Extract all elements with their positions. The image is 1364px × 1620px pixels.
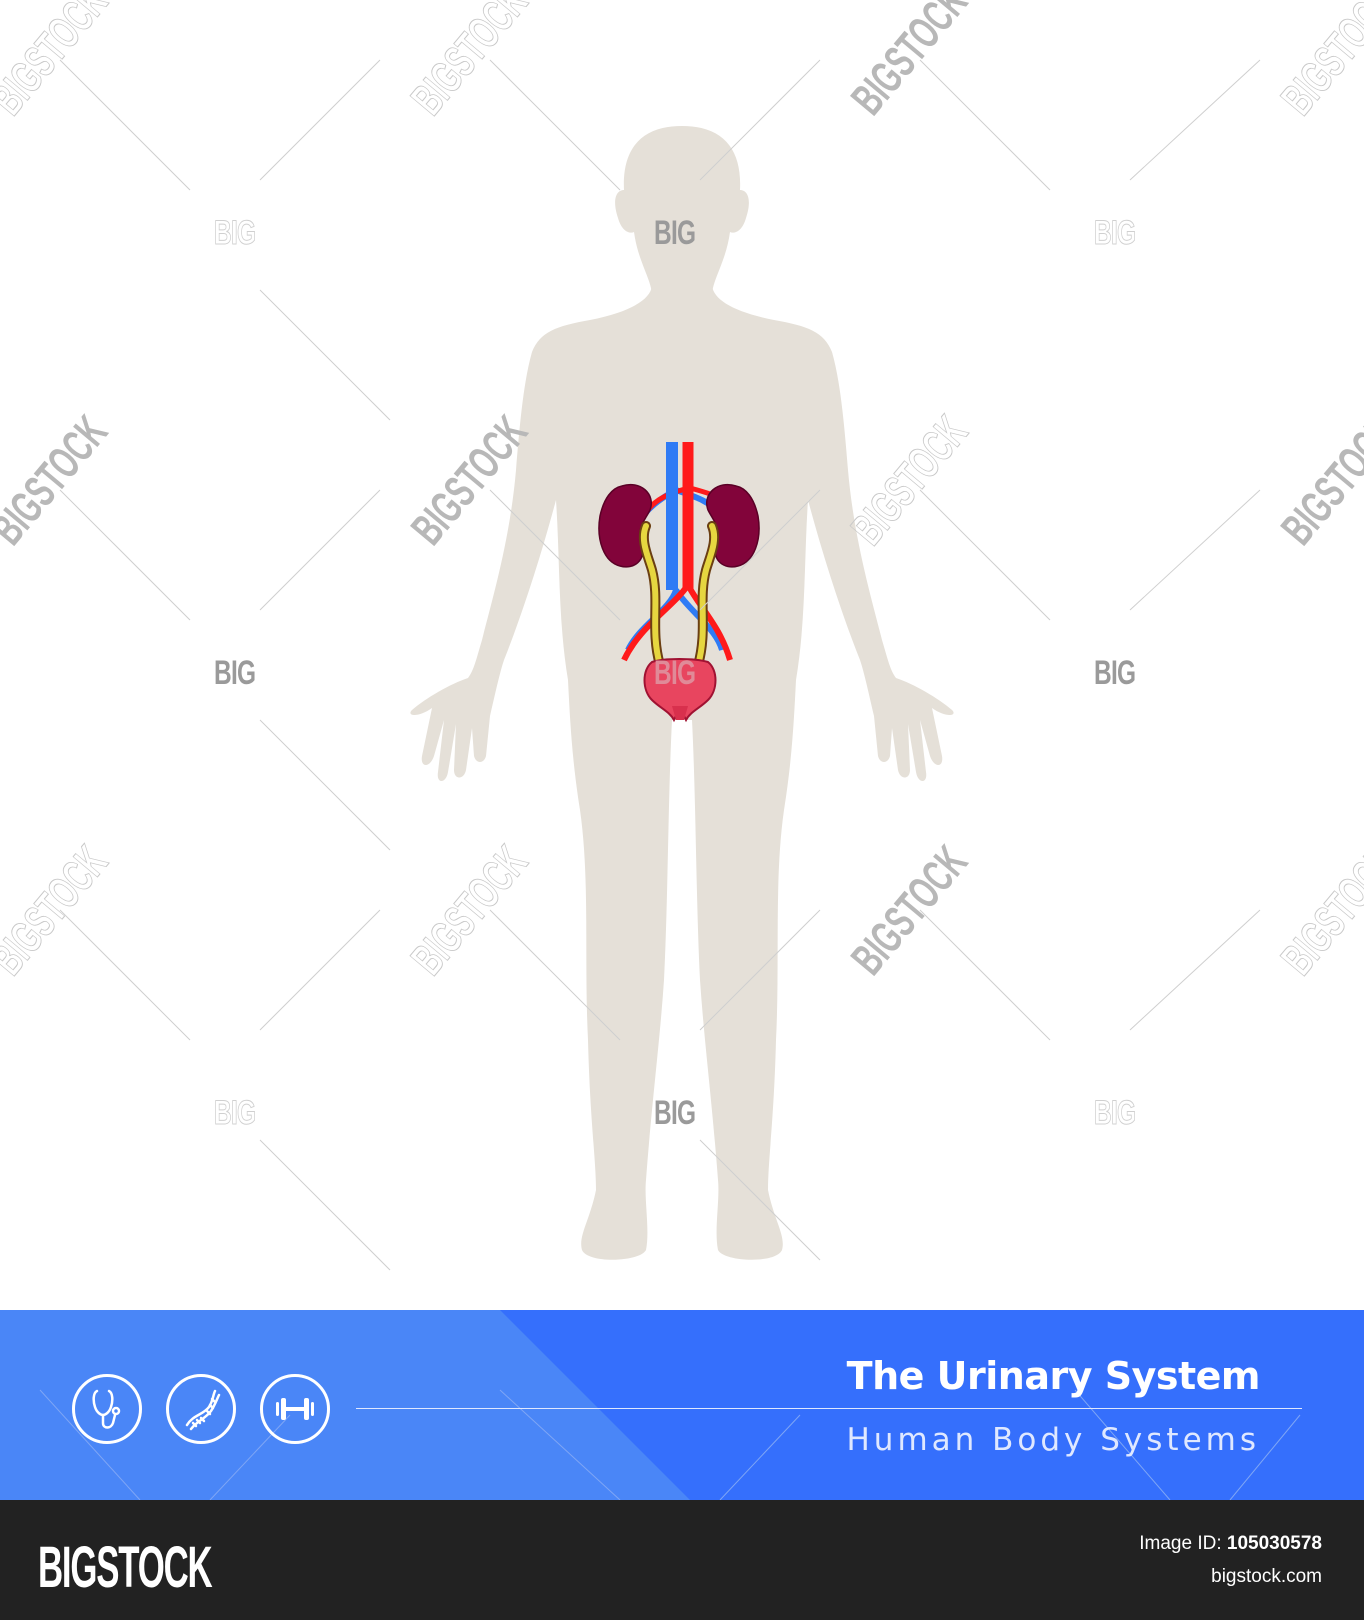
watermark-big: BIG <box>1094 214 1137 253</box>
dumbbell-icon <box>260 1374 330 1444</box>
watermark-big: BIG <box>214 214 257 253</box>
watermark-big: BIG <box>654 214 696 252</box>
watermark-big: BIG <box>1094 1094 1137 1133</box>
site-link[interactable]: bigstock.com <box>1211 1566 1322 1587</box>
watermark-big: BIG <box>214 1094 257 1133</box>
page-subtitle: Human Body Systems <box>846 1422 1260 1458</box>
banner-divider <box>356 1408 1302 1409</box>
image-id-value: 105030578 <box>1226 1533 1322 1554</box>
stethoscope-icon <box>72 1374 142 1444</box>
watermark-big: BIG <box>1094 654 1136 692</box>
stock-footer: BIGSTOCK Image ID: 105030578 bigstock.co… <box>0 1500 1364 1620</box>
dna-icon <box>166 1374 236 1444</box>
watermark-big: BIG <box>654 654 696 692</box>
image-id: Image ID: 105030578 <box>1139 1533 1322 1555</box>
page-title: The Urinary System <box>846 1354 1261 1398</box>
title-banner: The Urinary System Human Body Systems <box>0 1310 1364 1500</box>
illustration-canvas: BIG BIG BIG BIG BIG BIG BIG BIG BIG BIGS… <box>0 0 1364 1260</box>
watermark-big: BIG <box>214 654 256 692</box>
watermark-big: BIG <box>654 1094 696 1132</box>
image-id-label: Image ID: <box>1139 1533 1222 1554</box>
brand-logo: BIGSTOCK <box>38 1535 213 1600</box>
